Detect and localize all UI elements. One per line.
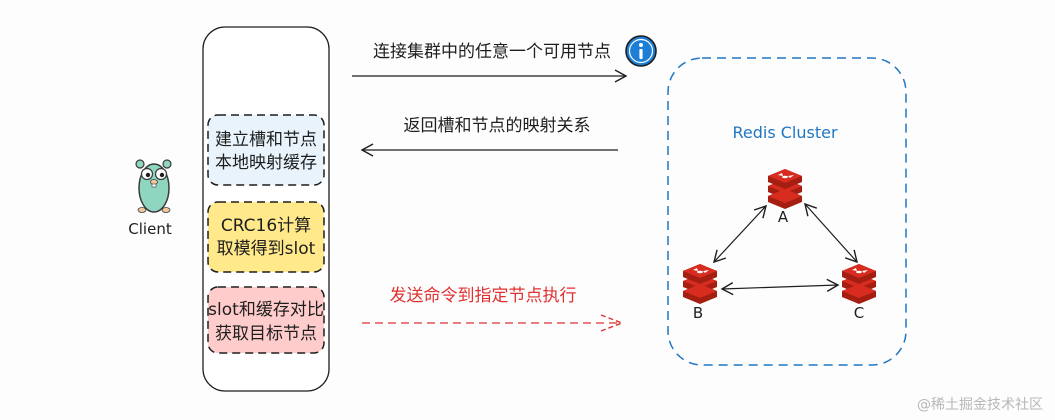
redis-cluster-title: Redis Cluster xyxy=(732,123,837,142)
step-line-2: 取模得到slot xyxy=(217,239,316,259)
connect-arrow-label: 连接集群中的任意一个可用节点 xyxy=(373,42,611,62)
node-c-label: C xyxy=(854,304,864,322)
step-line-2: 获取目标节点 xyxy=(215,324,317,344)
redis-node-c: C xyxy=(842,264,876,322)
node-b-label: B xyxy=(693,304,703,322)
watermark: @稀土掘金技术社区 xyxy=(917,397,1043,413)
redis-stack-icon xyxy=(683,264,717,304)
client-label: Client xyxy=(128,220,172,238)
link-a-c-arrow xyxy=(804,202,858,264)
step-line-2: 本地映射缓存 xyxy=(215,153,317,173)
link-a-b-arrow xyxy=(713,204,767,264)
step-crc16-slot: CRC16计算 取模得到slot xyxy=(207,201,325,273)
step-local-mapping-cache: 建立槽和节点 本地映射缓存 xyxy=(207,114,325,186)
redis-cluster-boundary xyxy=(667,57,907,366)
step-line-1: 建立槽和节点 xyxy=(215,130,317,150)
redis-node-b: B xyxy=(683,264,717,322)
return-mapping-arrow-label: 返回槽和节点的映射关系 xyxy=(404,116,591,136)
step-box xyxy=(207,114,325,186)
gopher-mascot-icon xyxy=(135,159,172,213)
info-circle-icon xyxy=(625,35,657,67)
node-a-label: A xyxy=(778,208,789,226)
redis-node-a: A xyxy=(768,169,802,226)
step-box xyxy=(207,201,325,273)
step-compare-target-node: slot和缓存对比 获取目标节点 xyxy=(207,286,325,354)
redis-stack-icon xyxy=(842,264,876,304)
send-command-arrow-label: 发送命令到指定节点执行 xyxy=(390,286,577,306)
step-box xyxy=(207,286,325,354)
redis-stack-icon xyxy=(768,169,802,209)
link-b-c-arrow xyxy=(720,278,840,296)
step-line-1: slot和缓存对比 xyxy=(208,300,324,320)
step-line-1: CRC16计算 xyxy=(221,216,311,236)
